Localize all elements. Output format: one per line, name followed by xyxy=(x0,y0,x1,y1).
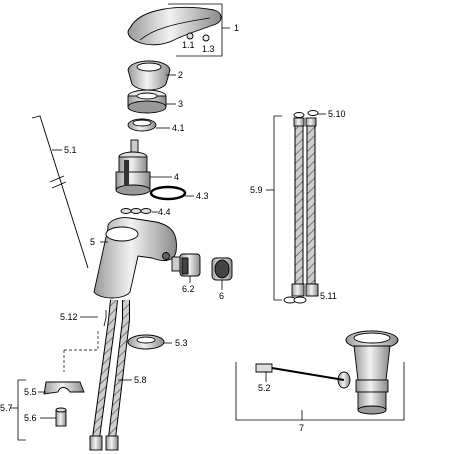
ring-part xyxy=(127,118,157,132)
pivot-rod xyxy=(255,363,345,381)
mixer-body xyxy=(93,217,177,299)
label-5: 5 xyxy=(90,237,95,247)
label-5-9: 5.9 xyxy=(250,185,263,195)
label-5-10: 5.10 xyxy=(328,109,346,119)
label-1: 1 xyxy=(234,23,239,33)
label-5-3: 5.3 xyxy=(175,338,188,348)
label-5-12: 5.12 xyxy=(60,312,78,322)
fixing-washer xyxy=(127,334,165,350)
label-6-2: 6.2 xyxy=(182,284,195,294)
bottom-seals xyxy=(283,296,307,304)
label-3: 3 xyxy=(178,99,183,109)
label-5-8: 5.8 xyxy=(134,375,147,385)
label-2: 2 xyxy=(178,70,183,80)
aerator-insert xyxy=(211,257,233,281)
label-1-1: 1.1 xyxy=(182,40,195,50)
bracket-1 xyxy=(168,3,223,57)
horseshoe-plate xyxy=(43,381,85,395)
cover-ring xyxy=(127,60,171,91)
screw-part xyxy=(186,32,194,40)
label-4-1: 4.1 xyxy=(172,123,185,133)
label-6: 6 xyxy=(219,291,224,301)
supply-hoses xyxy=(89,299,130,451)
label-7: 7 xyxy=(299,423,304,433)
label-5-2: 5.2 xyxy=(258,383,271,393)
lever-handle xyxy=(127,7,222,46)
bracket-7 xyxy=(235,362,405,421)
hose-set-right xyxy=(291,117,319,297)
waste-pipe xyxy=(337,330,399,415)
o-ring xyxy=(149,185,187,201)
label-5-7: 5.7 xyxy=(0,403,13,413)
label-5-6: 5.6 xyxy=(24,413,37,423)
cap-part xyxy=(202,34,210,42)
bracket-5-9 xyxy=(273,115,282,301)
small-seals xyxy=(120,208,152,214)
label-1-3: 1.3 xyxy=(202,44,215,54)
label-4: 4 xyxy=(174,172,179,182)
label-4-3: 4.3 xyxy=(196,191,209,201)
label-5-11: 5.11 xyxy=(320,291,337,301)
cartridge xyxy=(115,139,151,196)
label-5-5: 5.5 xyxy=(24,387,37,397)
label-5-1: 5.1 xyxy=(64,145,77,155)
aerator-housing xyxy=(171,253,201,277)
bracket-5-7 xyxy=(17,379,26,441)
top-seals xyxy=(293,110,319,118)
lift-rod xyxy=(31,115,89,269)
label-4-4: 4.4 xyxy=(158,207,171,217)
fixing-nut xyxy=(55,407,67,427)
nut-part xyxy=(127,89,167,114)
